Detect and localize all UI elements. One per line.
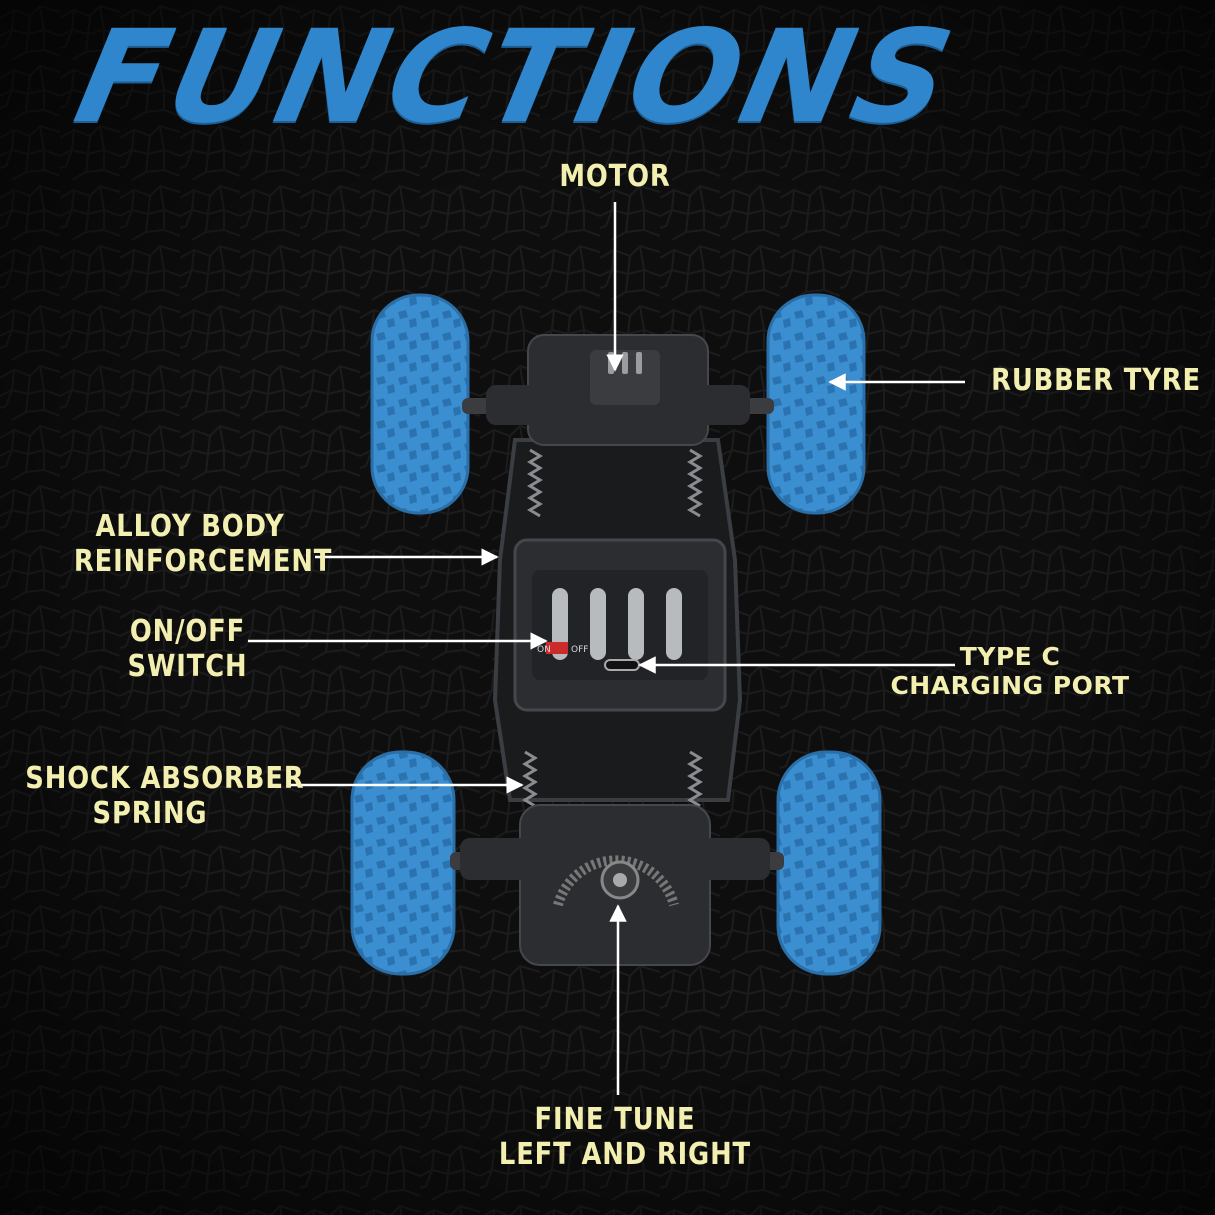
label-fine-tune: FINE TUNE LEFT AND RIGHT <box>498 1102 752 1172</box>
motor-gearbox <box>486 334 750 446</box>
label-alloy-body-line2: REINFORCEMENT <box>73 543 333 579</box>
label-alloy-body: ALLOY BODY REINFORCEMENT <box>73 509 333 579</box>
front-right-tyre <box>766 293 866 515</box>
switch-off-mark: OFF <box>571 645 588 655</box>
rear-gearbox <box>460 804 770 966</box>
label-on-off-switch: ON/OFF SWITCH <box>112 614 263 684</box>
label-on-off-line2: SWITCH <box>127 648 248 684</box>
pointer-arrows <box>248 202 965 1095</box>
label-shock-absorber-line1: SHOCK ABSORBER <box>25 761 305 796</box>
label-type-c-line2: CHARGING PORT <box>890 670 1130 700</box>
label-rubber-tyre: RUBBER TYRE <box>991 363 1201 399</box>
switch-on-mark: ON <box>537 645 551 655</box>
label-rubber-tyre-text: RUBBER TYRE <box>991 363 1201 398</box>
label-shock-absorber: SHOCK ABSORBER SPRING <box>25 761 305 831</box>
type-c-port <box>604 659 640 671</box>
rear-right-tyre <box>776 750 882 976</box>
label-type-c-port: TYPE C CHARGING PORT <box>875 642 1145 701</box>
label-motor: MOTOR <box>555 159 675 195</box>
label-type-c-line1: TYPE C <box>959 642 1061 671</box>
label-on-off-line1: ON/OFF <box>129 614 246 649</box>
battery-box <box>513 538 727 712</box>
label-fine-tune-line1: FINE TUNE <box>534 1102 696 1137</box>
label-shock-absorber-line2: SPRING <box>92 795 208 831</box>
label-fine-tune-line2: LEFT AND RIGHT <box>498 1136 752 1172</box>
front-shock-springs <box>527 448 703 518</box>
power-switch: ON OFF <box>537 642 588 655</box>
rear-shock-springs <box>522 750 703 808</box>
front-left-tyre <box>370 293 470 515</box>
label-alloy-body-line1: ALLOY BODY <box>95 509 285 544</box>
page-title: Functions <box>64 3 968 152</box>
label-motor-text: MOTOR <box>559 159 671 194</box>
